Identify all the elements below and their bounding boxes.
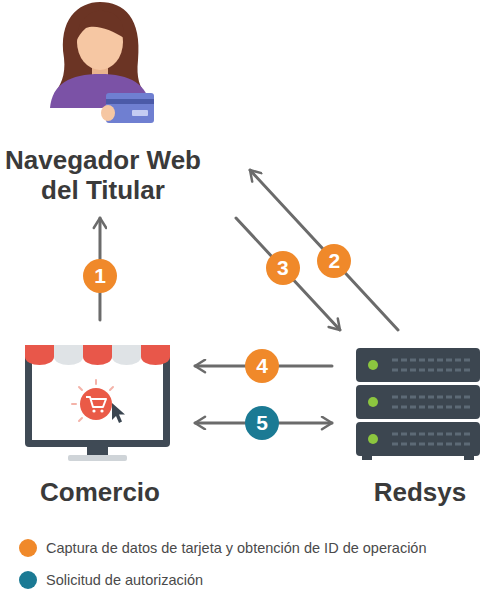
cardholder-illustration — [50, 2, 154, 123]
server-slots — [392, 360, 470, 444]
card-stripe — [106, 99, 154, 104]
node-label: Redsys — [374, 477, 467, 507]
hand-shape — [101, 105, 115, 121]
server-unit — [356, 385, 480, 419]
sparkle-line — [79, 387, 82, 390]
monitor-base — [68, 455, 127, 461]
slot-line — [392, 396, 470, 399]
cart-wheel — [100, 409, 103, 412]
sparkle-line — [79, 418, 82, 421]
sparkle-line — [72, 403, 76, 405]
server-foot — [464, 456, 474, 460]
legend-text: Solicitud de autorización — [46, 570, 203, 590]
awning-stripe — [141, 345, 170, 365]
callout-number: 5 — [245, 406, 279, 440]
flow-arrow — [250, 170, 398, 330]
monitor-stand — [87, 447, 108, 456]
sparkle-line — [95, 380, 97, 384]
awning-stripe — [83, 345, 112, 365]
monitor-screen — [32, 352, 163, 440]
status-led — [368, 434, 378, 444]
slot-line — [392, 443, 470, 446]
cart-icon — [86, 397, 106, 407]
legend-entry: Solicitud de autorización — [19, 570, 203, 590]
shop-illustration — [25, 345, 170, 461]
legend-swatch — [19, 539, 37, 557]
cart-badge — [80, 388, 112, 420]
slot-line — [392, 369, 470, 372]
monitor-frame — [25, 345, 170, 447]
callout-number: 2 — [317, 244, 351, 278]
awning-stripe — [25, 345, 54, 365]
server-unit — [356, 422, 480, 456]
awning-stripe — [112, 345, 141, 365]
card-chip — [132, 110, 148, 116]
sparkle-lines — [72, 380, 113, 421]
status-led — [368, 397, 378, 407]
server-illustration — [356, 348, 480, 460]
callout-number: 3 — [266, 251, 300, 285]
callout-number: 4 — [245, 349, 279, 383]
slot-line — [392, 433, 470, 436]
system-node: Comercio — [25, 320, 195, 515]
cursor-arrow — [112, 403, 125, 423]
server-unit — [356, 348, 480, 382]
legend-entry: Captura de datos de tarjeta y obtención … — [19, 538, 426, 558]
sparkle-line — [110, 387, 113, 390]
node-label: Comercio — [40, 477, 160, 507]
legend-text: Captura de datos de tarjeta y obtención … — [46, 538, 426, 558]
awning-stripe — [54, 345, 83, 365]
legend-swatch — [19, 571, 37, 589]
slot-line — [392, 359, 470, 362]
node-label: Navegador Web del Titular — [0, 145, 206, 205]
status-led — [368, 360, 378, 370]
slot-line — [392, 406, 470, 409]
callout-number: 1 — [83, 259, 117, 293]
server-foot — [362, 456, 372, 460]
hair-bangs — [76, 11, 124, 42]
cart-wheel — [92, 409, 95, 412]
actor-node: Navegador Web del Titular — [0, 0, 250, 218]
system-node: Redsys — [332, 330, 480, 515]
